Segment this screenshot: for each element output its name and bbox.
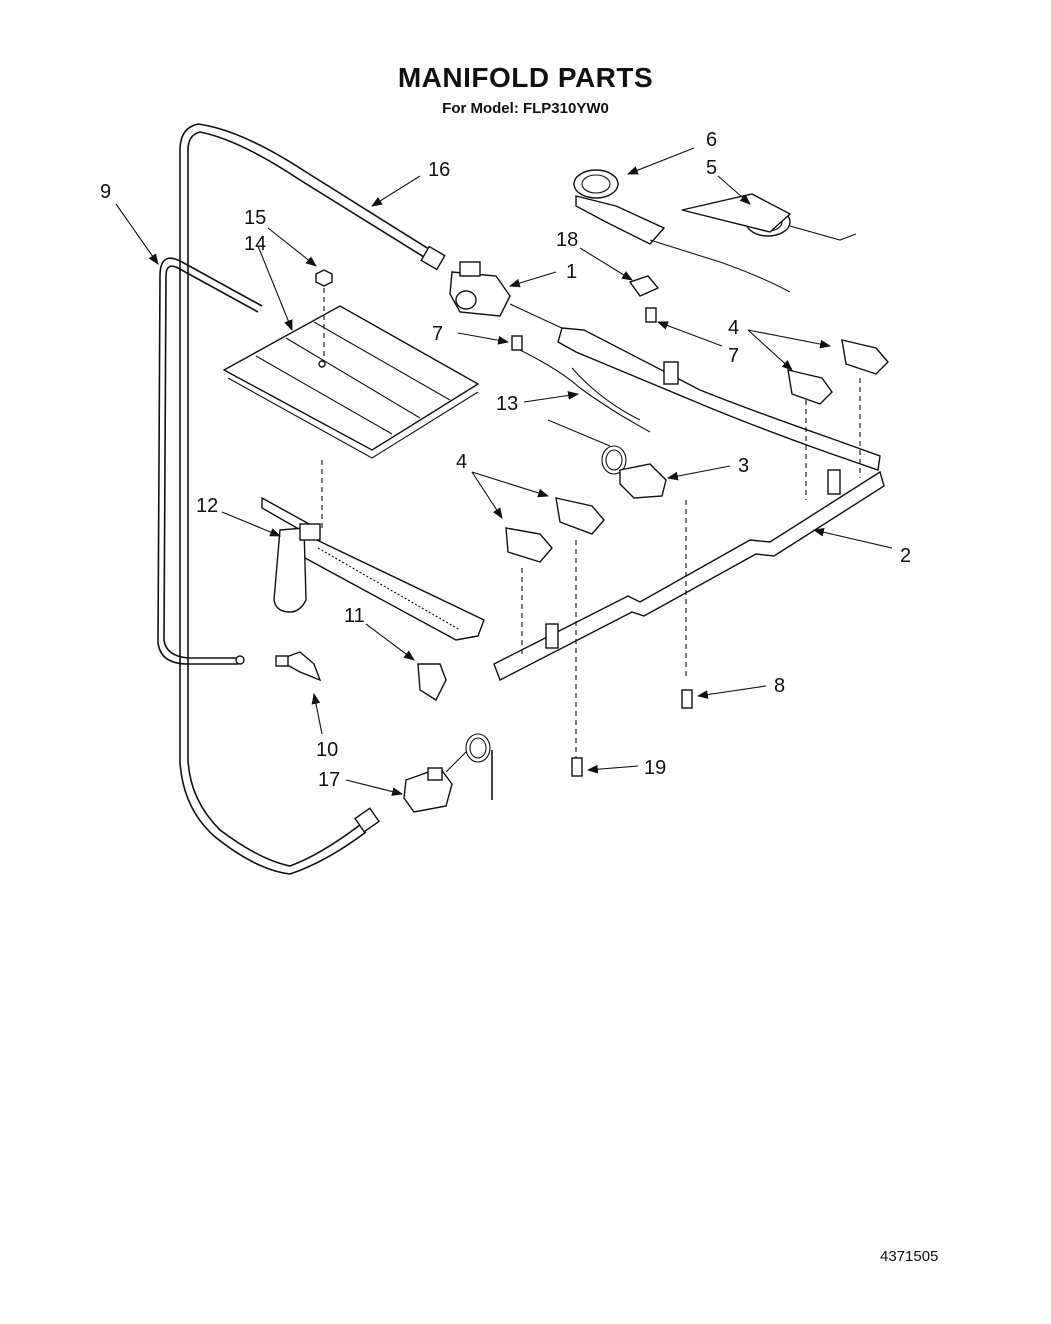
callout-labels: 1 2 3 4 4 5 6 7 7 8 9 10 11 12 13 14 15 … <box>100 129 911 791</box>
valve-part-1 <box>449 261 567 331</box>
burner-valves-part-4 <box>505 339 889 563</box>
callout-3: 3 <box>738 455 749 477</box>
callout-7-right: 7 <box>728 345 739 367</box>
callout-8: 8 <box>774 675 785 697</box>
tube-part-9 <box>157 257 263 665</box>
callout-6: 6 <box>706 129 717 151</box>
page-title: MANIFOLD PARTS <box>397 62 654 93</box>
callout-10: 10 <box>316 739 338 761</box>
top-burners <box>573 169 857 293</box>
callout-7-left: 7 <box>432 323 443 345</box>
callout-19: 19 <box>644 757 666 779</box>
valve-part-3 <box>601 445 667 499</box>
callout-4-upper: 4 <box>728 317 739 339</box>
callout-5: 5 <box>706 157 717 179</box>
small-hardware <box>511 275 693 777</box>
manifold-bracket-part-2 <box>493 378 885 760</box>
callout-11: 11 <box>344 605 365 627</box>
callout-2: 2 <box>900 545 911 567</box>
callout-9: 9 <box>100 181 111 203</box>
model-subtitle: For Model: FLP310YW0 <box>442 100 609 117</box>
document-number: 4371505 <box>880 1248 939 1265</box>
callout-14: 14 <box>244 233 266 255</box>
burner-part-12 <box>261 496 485 641</box>
leader-lines <box>115 147 893 796</box>
callout-12: 12 <box>196 495 218 517</box>
manifold-pipe <box>557 327 881 471</box>
callout-17: 17 <box>318 769 340 791</box>
bracket-part-11 <box>417 663 447 702</box>
thermostat-part-17 <box>403 733 493 813</box>
callout-18: 18 <box>556 229 578 251</box>
wire-part-13 <box>519 349 651 447</box>
baffle-part-14 <box>222 305 480 459</box>
callout-15: 15 <box>244 207 266 229</box>
callout-16: 16 <box>428 159 450 181</box>
gas-tube-part-16 <box>179 123 446 875</box>
callout-4-lower: 4 <box>456 451 467 473</box>
orifice-holder-part-10 <box>275 651 322 682</box>
callout-1: 1 <box>566 261 577 283</box>
nut-part-15 <box>315 269 333 530</box>
callout-13: 13 <box>496 393 518 415</box>
